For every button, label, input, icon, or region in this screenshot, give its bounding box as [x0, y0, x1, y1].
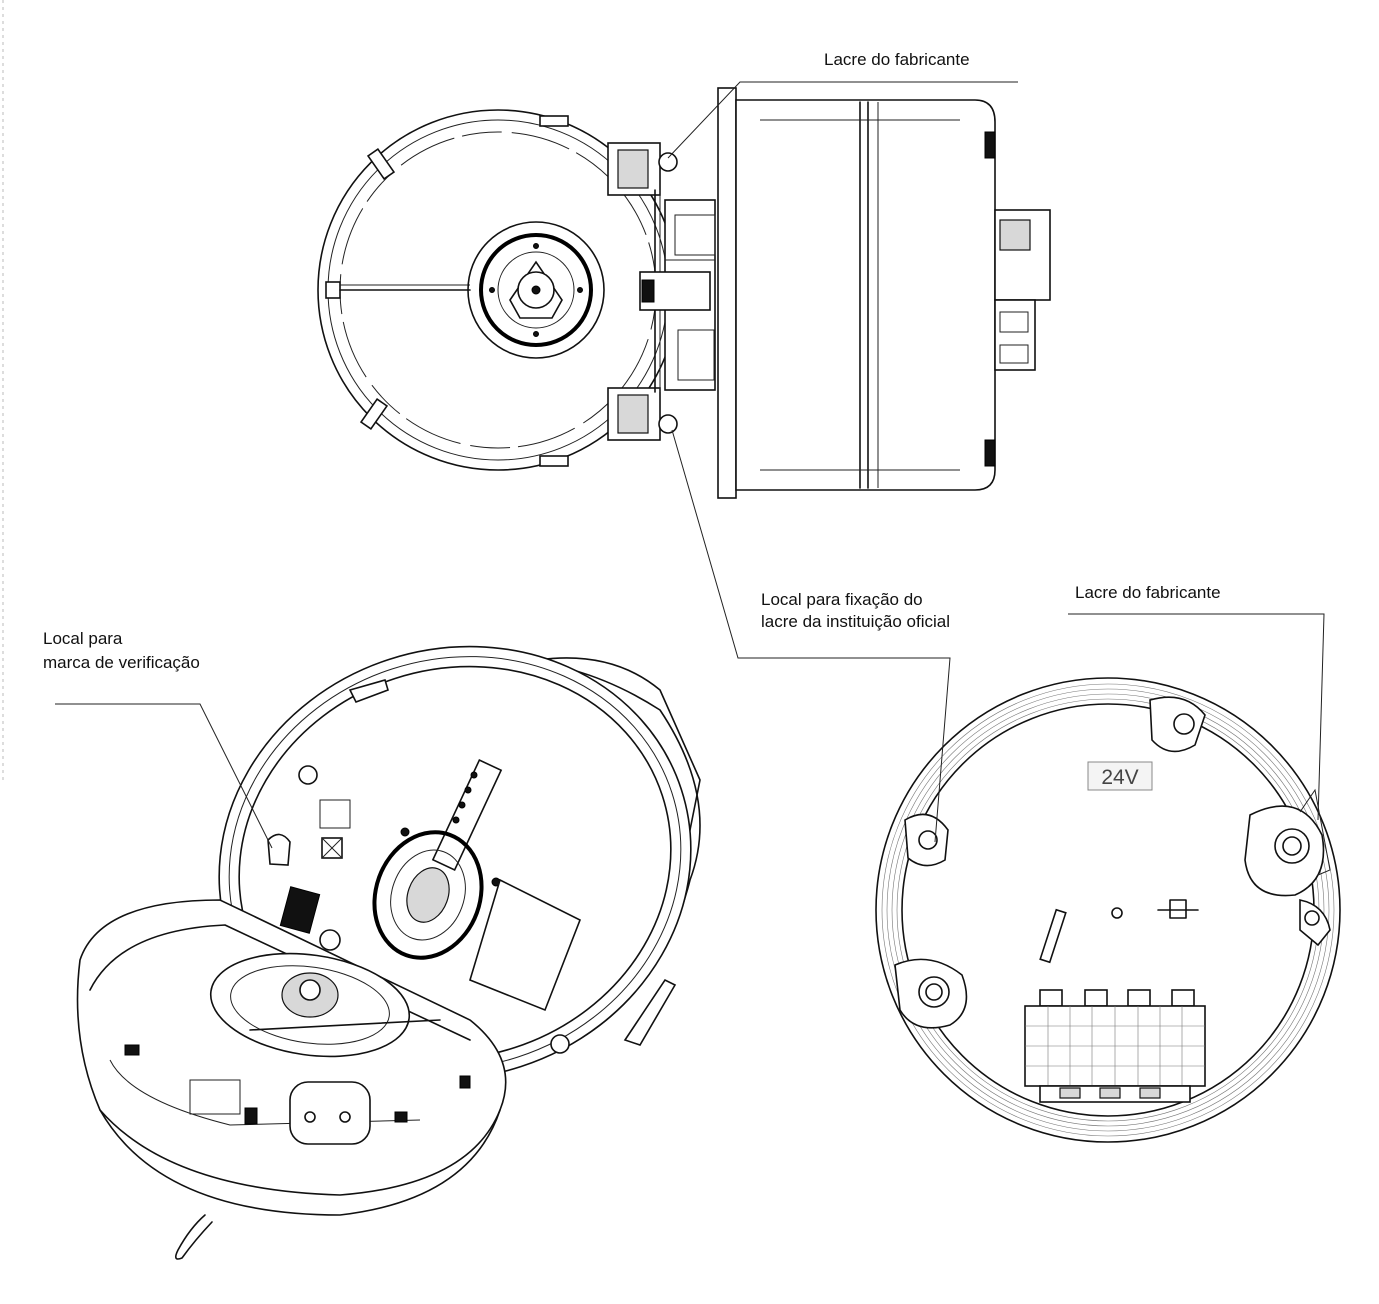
perspective-view — [76, 645, 701, 1260]
perspective-rotor-arm — [431, 759, 503, 871]
leader-verification — [55, 703, 273, 849]
top-cover-ring — [317, 109, 679, 471]
verification-label-line2: marca de verificação — [43, 653, 200, 672]
right-seal-label: Lacre do fabricante — [1075, 583, 1221, 602]
top-mechanism — [639, 199, 716, 391]
verification-mark-area — [267, 799, 351, 951]
leader-right-seal — [1068, 613, 1325, 821]
official-seal-label-line1: Local para fixação do — [761, 590, 923, 609]
verification-label-line1: Local para — [43, 629, 123, 648]
voltage-badge: 24V — [1101, 766, 1138, 789]
cover-plate-view: 24V — [875, 677, 1341, 1143]
leader-top-seal — [667, 81, 1018, 159]
leader-lines — [55, 81, 1325, 849]
top-rotor — [467, 221, 605, 359]
voltage-badge-box — [1087, 761, 1153, 791]
top-seal-label: Lacre do fabricante — [824, 50, 970, 69]
cover-plate-lugs — [894, 696, 1331, 1029]
leader-official-seal — [671, 429, 951, 843]
top-housing-view — [317, 87, 1051, 499]
perspective-register — [372, 830, 582, 1012]
top-body — [717, 87, 1051, 499]
terminal-block — [1024, 989, 1206, 1103]
top-hinges — [607, 142, 678, 441]
perspective-cover — [76, 679, 677, 1260]
official-seal-label-line2: lacre da instituição oficial — [761, 612, 950, 631]
